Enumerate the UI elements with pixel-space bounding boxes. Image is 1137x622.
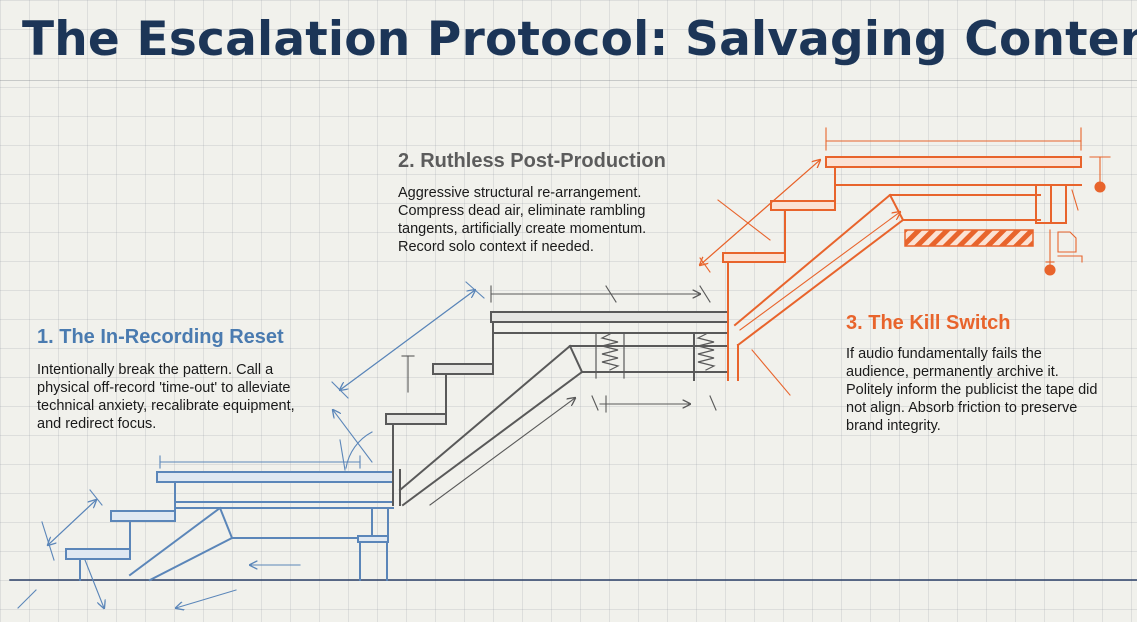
- orange-tread-1: [722, 252, 786, 263]
- orange-step-outline: [727, 166, 1082, 381]
- graphite-tread-3: [490, 311, 729, 323]
- blue-step-outline: [79, 481, 394, 581]
- graphite-tread-1: [385, 413, 447, 425]
- graphite-dimension-lines: [401, 285, 717, 506]
- page-title: The Escalation Protocol: Salvaging Conte…: [22, 12, 1137, 67]
- step-2-body: Aggressive structural re-arrangement. Co…: [398, 185, 647, 255]
- graphite-staircase: [385, 311, 729, 507]
- step-1-body: Intentionally break the pattern. Call a …: [37, 362, 295, 432]
- hatched-warning-block: [904, 229, 1034, 247]
- blue-dimension-lines: [17, 281, 485, 608]
- title-divider: [0, 80, 1137, 81]
- blue-tread-2: [110, 510, 176, 522]
- graphite-step-outline: [392, 321, 729, 506]
- graphite-tread-2: [432, 363, 494, 375]
- orange-tread-2: [770, 200, 836, 211]
- graphite-stringer-bottom: [401, 371, 729, 507]
- blue-tread-3: [156, 471, 394, 483]
- step-2-heading: 2. Ruthless Post-Production: [398, 150, 666, 172]
- orange-staircase: [722, 156, 1082, 381]
- step-3-heading: 3. The Kill Switch: [846, 312, 1011, 334]
- orange-tread-3: [825, 156, 1082, 168]
- step-3-body: If audio fundamentally fails the audienc…: [846, 346, 1098, 434]
- blue-stringer-bottom: [148, 537, 388, 582]
- blue-tread-1: [65, 548, 131, 560]
- step-1-heading: 1. The In-Recording Reset: [37, 326, 284, 348]
- graphite-springs: [595, 332, 716, 379]
- orange-dimension-lines: [700, 127, 1111, 396]
- blue-staircase: [65, 471, 394, 582]
